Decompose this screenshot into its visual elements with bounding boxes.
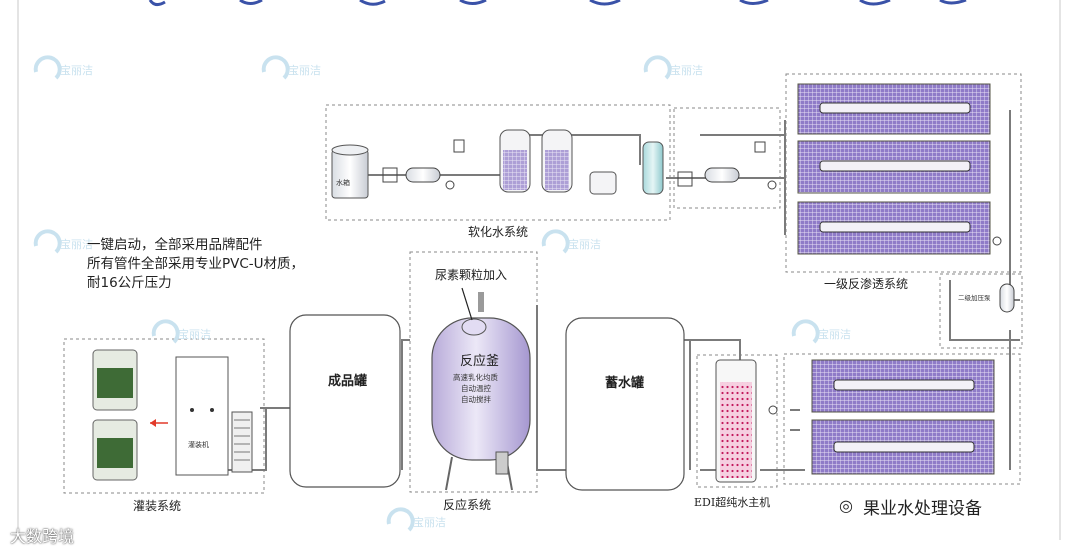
reactor-shape xyxy=(431,287,531,491)
footer-watermark-right: 果业水处理设备 xyxy=(863,499,982,519)
softening-system-label: 软化水系统 xyxy=(468,225,529,239)
pipes xyxy=(226,110,1020,471)
watermark-logo: 宝丽洁 xyxy=(540,228,612,258)
storage-tank-label: 蓄水罐 xyxy=(605,376,645,391)
watermark-text: 宝丽洁 xyxy=(413,515,446,529)
product-tank-shape xyxy=(289,314,401,488)
watermark-logo: 宝丽洁 xyxy=(32,54,104,84)
note-line-1: 一键启动，全部采用品牌配件 xyxy=(87,237,263,253)
booster-pump-shape xyxy=(999,283,1015,313)
ro-membranes-top xyxy=(797,83,1002,255)
watermark-logo: 宝丽洁 xyxy=(32,228,104,258)
note-line-2: 所有管件全部采用专业PVC-U材质， xyxy=(87,256,305,272)
filling-system-label: 灌装系统 xyxy=(133,499,182,513)
filling-machine-label: 灌装机 xyxy=(188,441,209,449)
note-line-3: 耐16公斤压力 xyxy=(87,275,172,291)
booster-pump-label: 二级加压泵 xyxy=(958,294,991,302)
edi-system-label: EDI超纯水主机 xyxy=(694,496,771,509)
softening-equipment xyxy=(331,129,777,199)
watermark-text: 宝丽洁 xyxy=(60,63,93,77)
reactor-feature-2: 自动温控 xyxy=(461,384,491,393)
reactor-feature-3: 自动搅拌 xyxy=(461,395,491,404)
ro-system-label: 一级反渗透系统 xyxy=(824,277,909,291)
watermark-logo: 宝丽洁 xyxy=(790,318,862,348)
watermark-logo: 宝丽洁 xyxy=(642,54,714,84)
urea-inlet-label: 尿素颗粒加入 xyxy=(435,268,508,282)
watermark-logo: 宝丽洁 xyxy=(150,318,222,348)
watermark-text: 宝丽洁 xyxy=(60,237,93,251)
reaction-system-label: 反应系统 xyxy=(443,498,492,512)
wechat-icon: ◎ xyxy=(839,496,853,515)
watermark-logo: 宝丽洁 xyxy=(260,54,332,84)
watermark-text: 宝丽洁 xyxy=(288,63,321,77)
watermark-logo: 宝丽洁 xyxy=(385,506,457,536)
watermark-text: 宝丽洁 xyxy=(670,63,703,77)
storage-tank-shape xyxy=(565,317,685,491)
product-tank-label: 成品罐 xyxy=(328,374,368,389)
watermark-text: 宝丽洁 xyxy=(568,237,601,251)
watermark-text: 宝丽洁 xyxy=(178,327,211,341)
watermark-text: 宝丽洁 xyxy=(818,327,851,341)
reactor-label: 反应釜 xyxy=(460,354,500,369)
reactor-feature-1: 高速乳化均质 xyxy=(453,373,498,382)
filling-station-shapes xyxy=(92,349,253,481)
title-fragment xyxy=(148,0,967,7)
system-frames xyxy=(63,73,1023,494)
footer-watermark-badge: ◎ 果业水处理设备 xyxy=(835,492,1040,519)
water-tank-label: 水箱 xyxy=(336,179,350,187)
footer-watermark-left: 大数跨境 xyxy=(10,527,75,546)
ro-membranes-bottom xyxy=(768,359,995,475)
edi-unit-shape xyxy=(715,359,757,483)
